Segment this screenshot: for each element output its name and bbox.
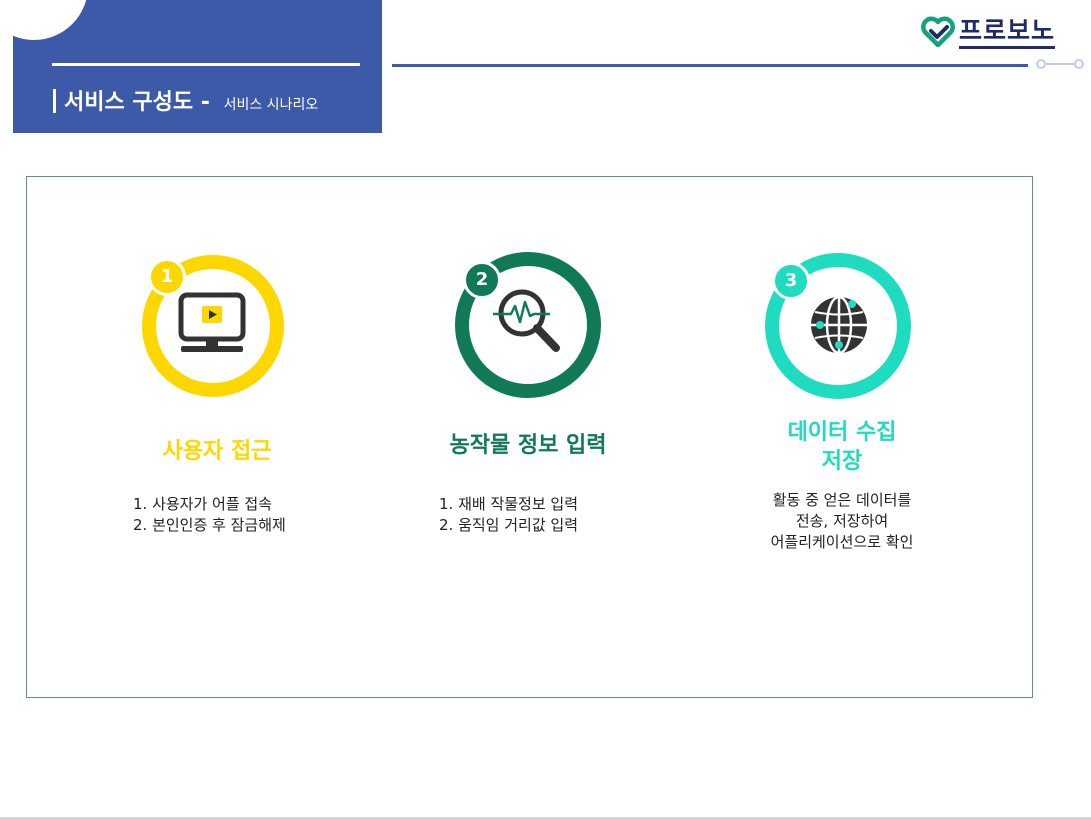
step3-line: 어플리케이션으로 확인: [770, 533, 914, 551]
logo-text: 프로보노: [959, 16, 1056, 49]
header-banner: 서비스 구성도 - 서비스 시나리오: [13, 0, 382, 133]
step1-line: 2. 본인인증 후 잠금해제: [133, 516, 286, 534]
step3-ring: [765, 253, 911, 399]
step2-badge: 2: [463, 261, 501, 299]
title-bar: [53, 89, 56, 113]
step3-description: 활동 중 얻은 데이터를 전송, 저장하여 어플리케이션으로 확인: [752, 490, 932, 553]
magnifier-heartbeat-icon: [493, 289, 560, 352]
step2-ring: [455, 252, 601, 398]
step1-line: 1. 사용자가 어플 접속: [133, 495, 273, 513]
line-connector: [1046, 63, 1076, 65]
bottom-divider: [0, 817, 1091, 819]
step1-title: 사용자 접근: [162, 439, 272, 464]
heart-logo-icon: [921, 16, 955, 48]
header-divider: [52, 63, 360, 66]
step3-badge: 3: [772, 262, 810, 300]
step2-line: 1. 재배 작물정보 입력: [439, 495, 579, 513]
step3-title: 데이터 수집 저장: [752, 418, 932, 476]
step3-title-line: 저장: [821, 449, 863, 474]
step3-line: 전송, 저장하여: [795, 512, 889, 530]
step1-ring: [142, 255, 284, 397]
header-decoration: [13, 0, 88, 40]
step2-title: 농작물 정보 입력: [449, 433, 607, 458]
line-knob-right: [1074, 59, 1084, 69]
step1-badge: 1: [148, 258, 186, 296]
step2-line: 2. 움직임 거리값 입력: [439, 516, 579, 534]
step1-description: 1. 사용자가 어플 접속 2. 본인인증 후 잠금해제: [133, 494, 286, 536]
step2-description: 1. 재배 작물정보 입력 2. 움직임 거리값 입력: [439, 494, 578, 536]
page-subtitle: 서비스 시나리오: [223, 97, 319, 113]
header-line: [392, 64, 1028, 67]
page-title: 서비스 구성도 - 서비스 시나리오: [53, 86, 318, 122]
logo: 프로보노: [921, 14, 1056, 50]
step3-line: 활동 중 얻은 데이터를: [772, 491, 912, 509]
globe-network-icon: [811, 295, 867, 355]
monitor-play-icon: [178, 292, 246, 352]
page-title-text: 서비스 구성도: [64, 90, 194, 115]
line-knob-left: [1036, 59, 1046, 69]
title-separator: -: [200, 90, 210, 115]
scenario-panel: 1 사용자 접근 1. 사용자가 어플 접속 2. 본인인증 후 잠금해제 2 …: [26, 176, 1033, 698]
step3-title-line: 데이터 수집: [787, 420, 897, 445]
